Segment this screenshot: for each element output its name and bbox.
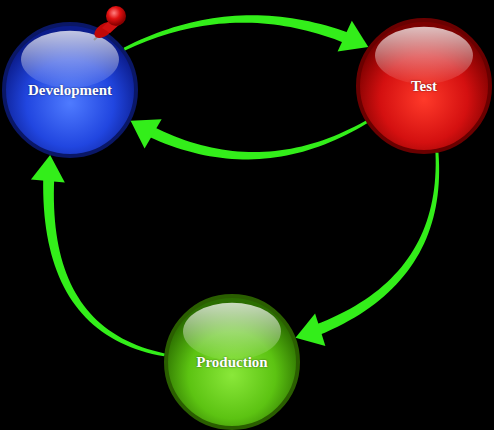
circle-gloss xyxy=(183,303,281,360)
arrow-shaft xyxy=(124,15,350,50)
circle-gloss xyxy=(21,31,119,88)
stage-circle: Production xyxy=(164,294,300,430)
pin-stem xyxy=(102,18,120,33)
stage-label: Production xyxy=(164,294,300,430)
stage-circle: Development xyxy=(2,22,138,158)
pin-head xyxy=(106,6,126,26)
circle-gloss xyxy=(375,27,473,84)
arrow-shaft xyxy=(43,179,165,357)
flow-arrow xyxy=(131,119,368,159)
arrow-head xyxy=(131,119,162,148)
flow-arrow xyxy=(31,155,165,356)
arrow-head xyxy=(295,314,325,346)
stage-label: Test xyxy=(356,18,492,154)
arrow-head xyxy=(338,21,369,52)
arrow-shaft xyxy=(148,121,367,160)
arrow-head xyxy=(31,155,65,182)
flow-arrow xyxy=(295,153,439,346)
stage-circle: Test xyxy=(356,18,492,154)
stage-label: Development xyxy=(2,22,138,158)
flow-arrow xyxy=(124,15,369,51)
arrow-shaft xyxy=(315,153,439,335)
